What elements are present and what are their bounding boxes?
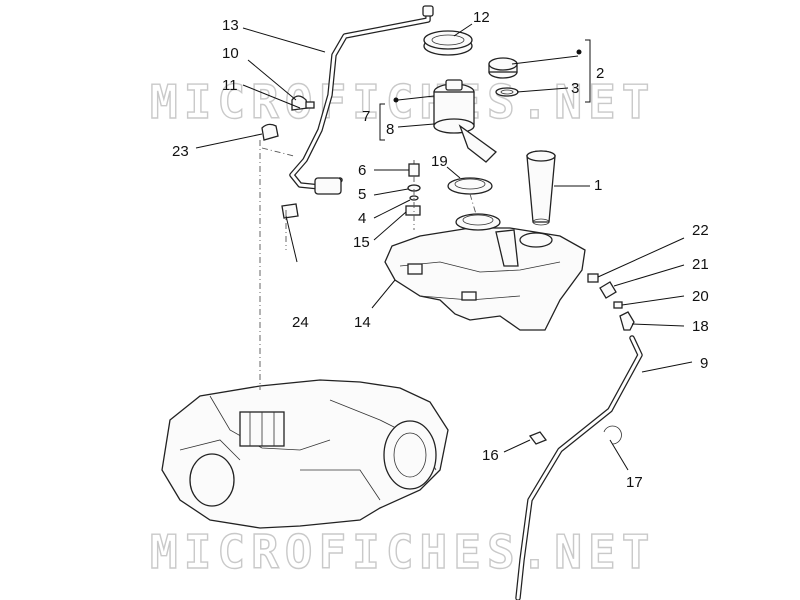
reference-lines: [259, 140, 477, 390]
breather-hose-assembly: [261, 5, 434, 219]
callout-15: 15: [353, 234, 370, 251]
callout-13: 13: [222, 17, 239, 34]
callout-23: 23: [172, 143, 189, 160]
grommet: [405, 205, 421, 216]
tank-filler-flange: [519, 232, 553, 248]
callout-12: 12: [473, 9, 490, 26]
callout-22: 22: [692, 222, 709, 239]
tank-bracket-bottom: [461, 291, 477, 301]
drain-line-assembly: [515, 273, 643, 600]
filler-cap-set: [488, 57, 519, 97]
pump-seal: [447, 177, 493, 195]
callout-20: 20: [692, 288, 709, 305]
fuel-tank: [384, 213, 586, 331]
cap-gasket: [495, 87, 519, 97]
hose-clip: [281, 203, 299, 219]
clip-16: [528, 431, 548, 445]
tank-pump-flange: [455, 213, 501, 231]
sleeve-21: [599, 281, 617, 299]
group-2-dot: [576, 49, 582, 55]
watermark-top: MICROFICHES.NET: [150, 75, 655, 129]
callout-11: 11: [222, 77, 238, 94]
mounting-hardware: [405, 160, 421, 216]
valve-18: [619, 311, 635, 331]
callout-17: 17: [626, 474, 643, 491]
callout-18: 18: [692, 318, 709, 335]
clamp-ring-17: [603, 425, 622, 445]
engine-assembly: [161, 379, 449, 529]
flywheel-cover: [189, 453, 235, 507]
group-7-dot: [393, 97, 399, 103]
callout-19: 19: [431, 153, 448, 170]
callout-4: 4: [358, 210, 366, 227]
callout-16: 16: [482, 447, 499, 464]
filler-neck: [526, 150, 556, 226]
pump-strainer: [458, 124, 497, 163]
callout-14: 14: [354, 314, 371, 331]
leader-lines: [195, 23, 693, 471]
fuel-pump: [433, 118, 475, 134]
callout-2: 2: [596, 65, 604, 82]
hose-fitting: [314, 177, 342, 195]
callout-numbers: 13 10 11 23 24 12 7 8 2 3 1 19 6 5 4 15 …: [172, 9, 709, 491]
clip-20: [613, 301, 623, 309]
clamp-22: [587, 273, 599, 283]
clip: [305, 101, 315, 109]
hose-end-cap: [422, 5, 434, 17]
callout-3: 3: [571, 80, 579, 97]
group-brackets: [379, 39, 591, 141]
callout-21: 21: [692, 256, 709, 273]
callout-9: 9: [700, 355, 708, 372]
callout-5: 5: [358, 186, 366, 203]
watermark-bottom: MICROFICHES.NET: [150, 525, 655, 579]
callout-8: 8: [386, 121, 394, 138]
screw: [408, 163, 420, 177]
bracket: [261, 123, 279, 141]
callout-10: 10: [222, 45, 239, 62]
callout-1: 1: [594, 177, 602, 194]
callout-7: 7: [362, 108, 370, 125]
fuel-pump-assembly: [423, 30, 497, 195]
callout-24: 24: [292, 314, 309, 331]
filler-cap: [488, 57, 518, 71]
tank-bracket-left: [407, 263, 423, 275]
callout-6: 6: [358, 162, 366, 179]
cvt-cover: [383, 420, 437, 490]
